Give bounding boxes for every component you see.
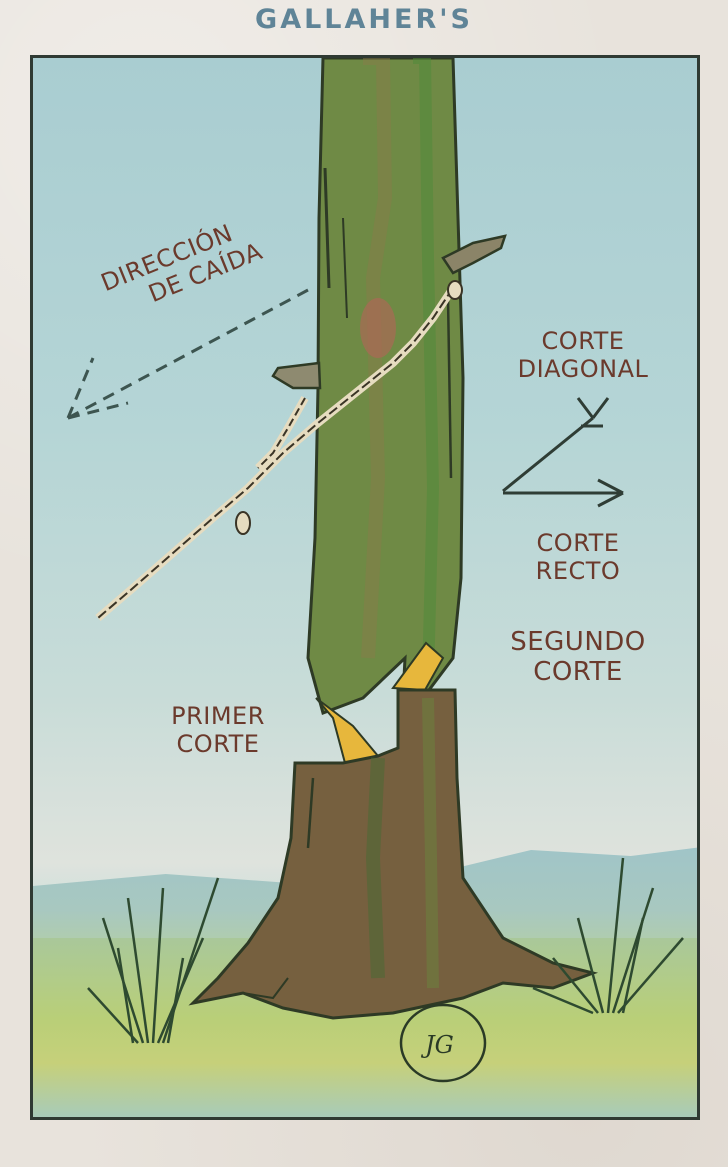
label-line: CORTE: [176, 729, 260, 758]
label-line: CORTE: [541, 327, 625, 355]
grass-left: [87, 877, 220, 1044]
label-line: PRIMER: [171, 702, 265, 730]
straight-arrow-icon: [503, 478, 624, 508]
label-line: DIAGONAL: [517, 354, 649, 383]
grass-right: [532, 857, 684, 1015]
first-cut-notch: [315, 697, 380, 765]
diagonal-arrow-icon: [502, 397, 610, 493]
label-line: RECTO: [535, 556, 621, 585]
label-line: SEGUNDO: [510, 627, 646, 657]
tree-trunk-upper: [271, 58, 507, 715]
signature-text: JG: [420, 1031, 454, 1059]
artist-signature: [399, 1003, 487, 1083]
tree-trunk-lower: [188, 688, 599, 1020]
label-diagonal-cut: CORTE DIAGONAL: [493, 327, 673, 383]
label-second-cut: SEGUNDO CORTE: [478, 627, 678, 688]
label-line: CORTE: [536, 529, 620, 557]
illustration-frame: JG DIRECCIÓN DE CAÍDA CORTE DIAGONAL COR…: [30, 55, 700, 1120]
brand-title: GALLAHER'S: [255, 4, 473, 35]
dashed-arrow-icon: [66, 288, 309, 420]
chain: [95, 280, 463, 622]
label-first-cut: PRIMER CORTE: [138, 702, 298, 758]
label-line: CORTE: [533, 656, 623, 687]
label-straight-cut: CORTE RECTO: [493, 529, 663, 585]
tree-illustration: JG: [66, 58, 684, 1083]
